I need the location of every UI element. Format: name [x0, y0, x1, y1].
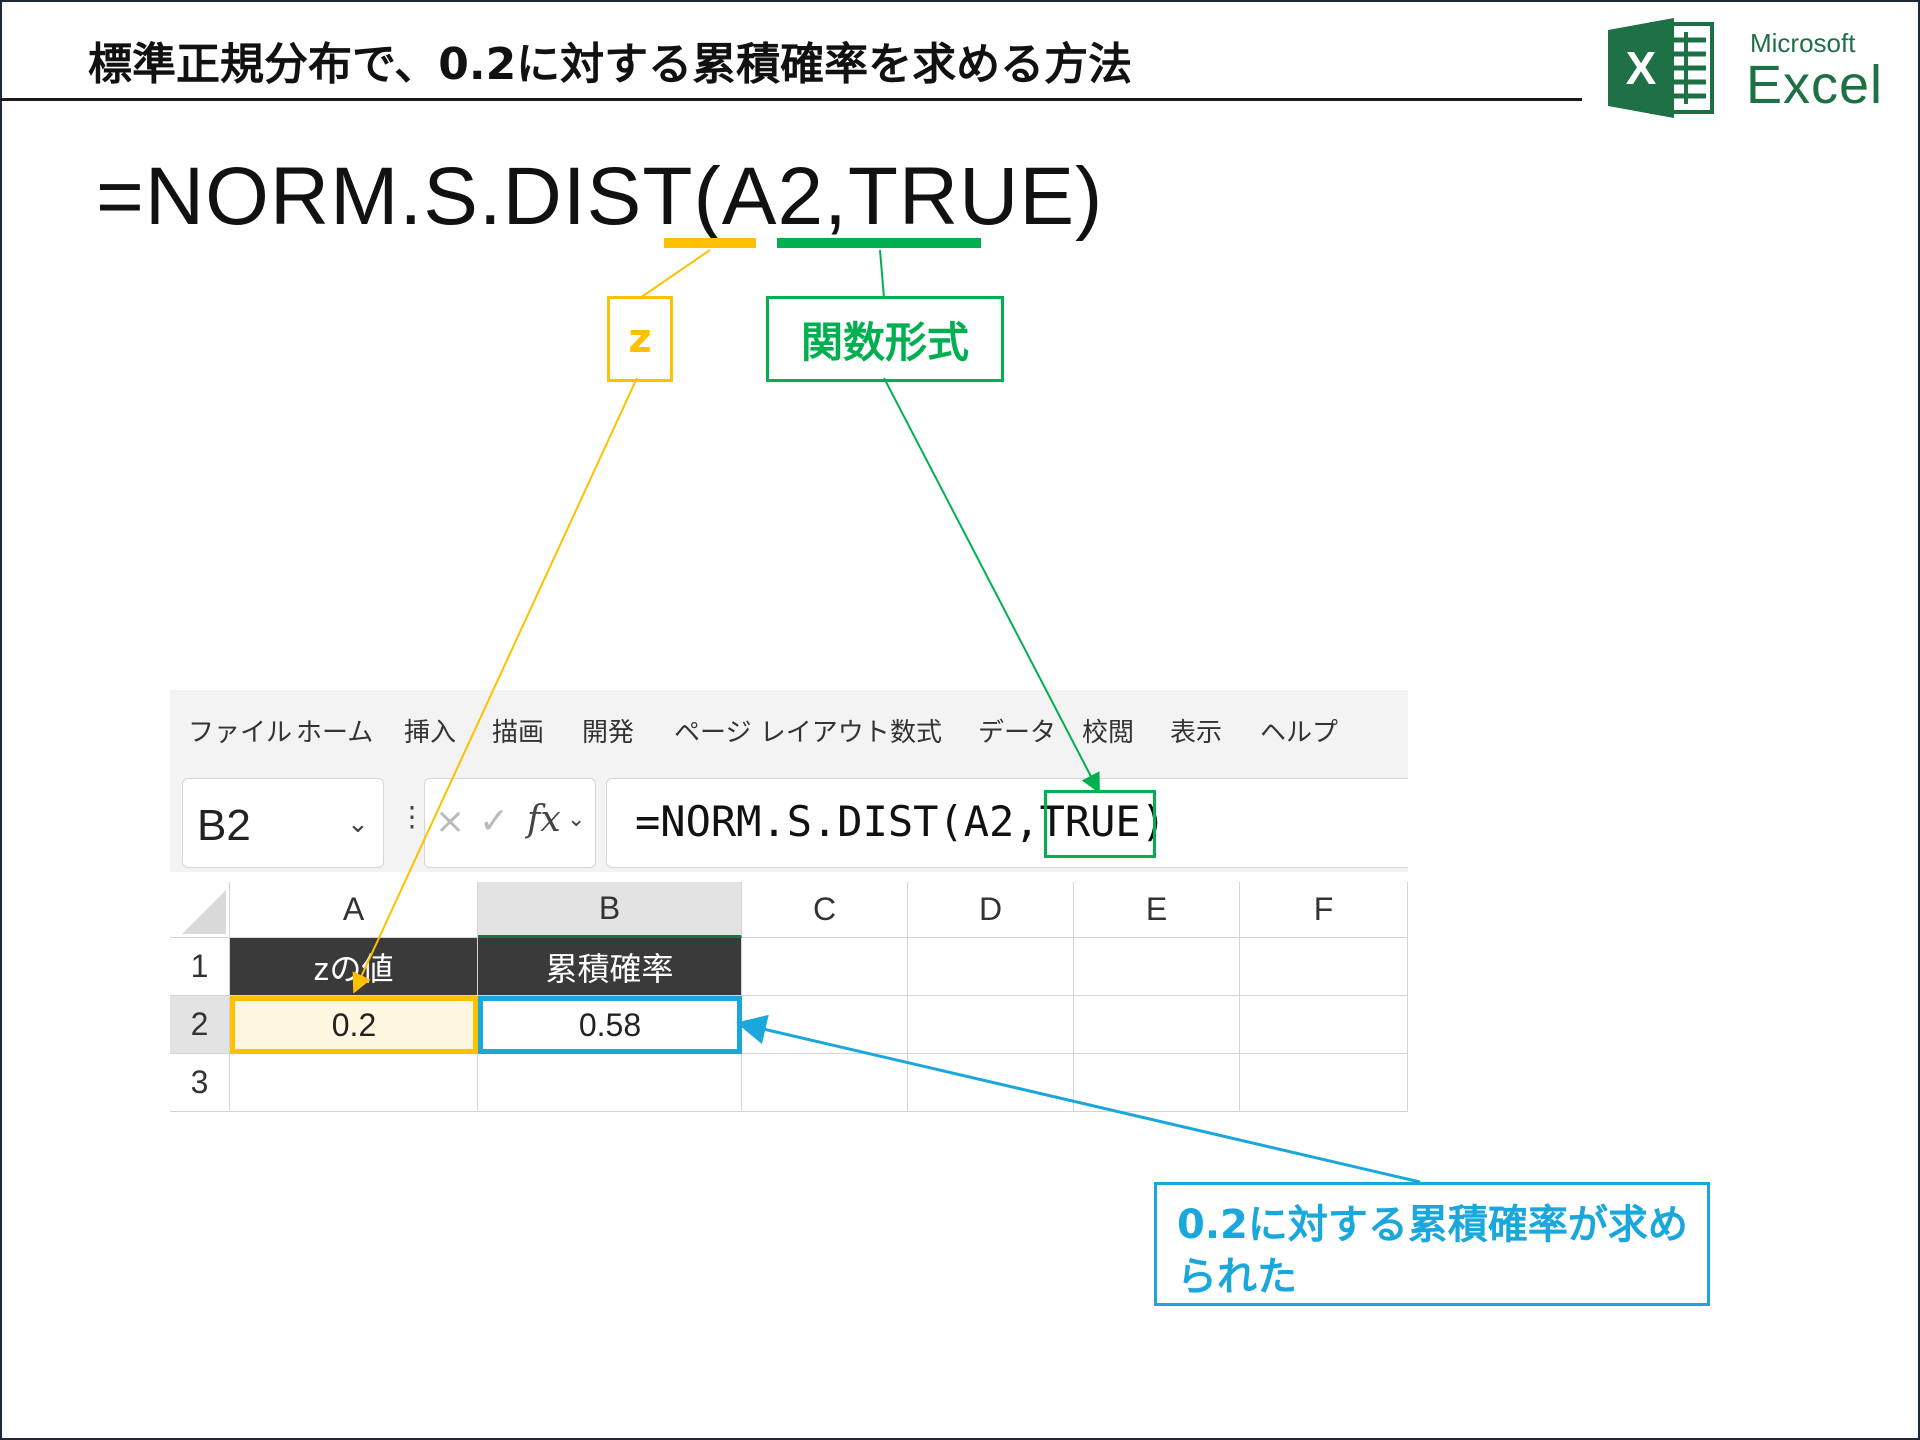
- cell-d1[interactable]: [908, 938, 1074, 996]
- name-box-value: B2: [197, 801, 251, 850]
- cell-a3[interactable]: [230, 1054, 478, 1112]
- column-header-a[interactable]: A: [230, 882, 478, 938]
- excel-logo-glyph: X: [1626, 42, 1657, 94]
- cell-a2[interactable]: 0.2: [230, 996, 478, 1054]
- cell-d2[interactable]: [908, 996, 1074, 1054]
- tab-insert[interactable]: 挿入: [404, 718, 457, 748]
- excel-logo-icon: X: [1608, 18, 1714, 118]
- name-box[interactable]: B2 ⌄: [182, 778, 384, 868]
- title-divider: [0, 98, 1582, 101]
- tab-home[interactable]: ホーム: [296, 718, 374, 748]
- tab-formulas[interactable]: 数式: [890, 718, 943, 748]
- cell-e1[interactable]: [1074, 938, 1240, 996]
- cell-d3[interactable]: [908, 1054, 1074, 1112]
- page-title: 標準正規分布で、0.2に対する累積確率を求める方法: [88, 39, 1133, 90]
- cell-c3[interactable]: [742, 1054, 908, 1112]
- cell-c2[interactable]: [742, 996, 908, 1054]
- cell-b3[interactable]: [478, 1054, 742, 1112]
- tab-help[interactable]: ヘルプ: [1260, 718, 1339, 748]
- chevron-down-icon[interactable]: ⌄: [567, 807, 586, 832]
- select-all-corner[interactable]: [170, 882, 230, 938]
- logo-microsoft-text: Microsoft: [1750, 28, 1856, 58]
- cell-a1[interactable]: zの値: [230, 938, 478, 996]
- z-arrow: [352, 377, 638, 994]
- chevron-down-icon[interactable]: ⌄: [347, 809, 369, 839]
- column-header-b[interactable]: B: [478, 882, 742, 938]
- column-header-c[interactable]: C: [742, 882, 908, 938]
- column-header-e[interactable]: E: [1074, 882, 1240, 938]
- argument-cumulative-underline: [777, 238, 981, 248]
- row-header-2[interactable]: 2: [170, 996, 230, 1054]
- z-leader-line: [639, 249, 711, 299]
- confirm-icon[interactable]: ✓: [479, 801, 510, 842]
- cell-f3[interactable]: [1240, 1054, 1408, 1112]
- column-header-d[interactable]: D: [908, 882, 1074, 938]
- worksheet-grid: A B C D E F 1 2 3 zの値 累積確率 0.2 0.58: [170, 882, 1408, 1118]
- cell-e2[interactable]: [1074, 996, 1240, 1054]
- formula-input-value: =NORM.S.DIST(A2,TRUE): [635, 797, 1167, 846]
- function-type-callout-box: 関数形式: [766, 296, 1004, 382]
- formula-input[interactable]: =NORM.S.DIST(A2,TRUE): [606, 778, 1408, 868]
- cell-c1[interactable]: [742, 938, 908, 996]
- cell-b1[interactable]: 累積確率: [478, 938, 742, 996]
- cell-e3[interactable]: [1074, 1054, 1240, 1112]
- select-all-icon: [182, 889, 226, 934]
- tab-page-layout[interactable]: ページ レイアウト: [674, 718, 890, 748]
- logo-excel-text: Excel: [1746, 55, 1884, 115]
- formula-controls: × ✓ fx ⌄: [424, 778, 596, 868]
- column-header-f[interactable]: F: [1240, 882, 1408, 938]
- result-arrow: [736, 1014, 1421, 1184]
- cell-f2[interactable]: [1240, 996, 1408, 1054]
- result-callout-box: 0.2に対する累積確率が求められた: [1154, 1182, 1710, 1306]
- argument-z-underline: [664, 238, 756, 248]
- function-arrow: [883, 377, 1100, 794]
- formula-heading: =NORM.S.DIST(A2,TRUE): [96, 151, 1104, 242]
- tab-view[interactable]: 表示: [1170, 718, 1223, 748]
- formula-bar-row: B2 ⌄ ⋮ × ✓ fx ⌄ =NORM.S.DIST(A2,TRUE): [170, 766, 1408, 872]
- tab-draw[interactable]: 描画: [492, 718, 545, 748]
- tab-data[interactable]: データ: [978, 718, 1057, 748]
- insert-function-icon[interactable]: fx: [527, 799, 561, 840]
- more-options-icon[interactable]: ⋮: [398, 800, 426, 833]
- function-leader-line: [879, 249, 885, 299]
- excel-window: ファイル ホーム 挿入 描画 開発 ページ レイアウト 数式 データ 校閲 表示…: [170, 690, 1408, 1118]
- row-header-3[interactable]: 3: [170, 1054, 230, 1112]
- tab-file[interactable]: ファイル: [188, 718, 293, 748]
- tab-developer[interactable]: 開発: [582, 718, 635, 748]
- excel-logo: X Microsoft Excel: [1608, 16, 1908, 120]
- result-callout-text: 0.2に対する累積確率が求められた: [1177, 1202, 1688, 1300]
- formula-true-highlight: [1044, 790, 1156, 858]
- cell-b2[interactable]: 0.58: [478, 996, 742, 1054]
- cell-f1[interactable]: [1240, 938, 1408, 996]
- tab-review[interactable]: 校閲: [1082, 718, 1135, 748]
- ribbon-tabs: ファイル ホーム 挿入 描画 開発 ページ レイアウト 数式 データ 校閲 表示…: [170, 690, 1408, 766]
- row-header-1[interactable]: 1: [170, 938, 230, 996]
